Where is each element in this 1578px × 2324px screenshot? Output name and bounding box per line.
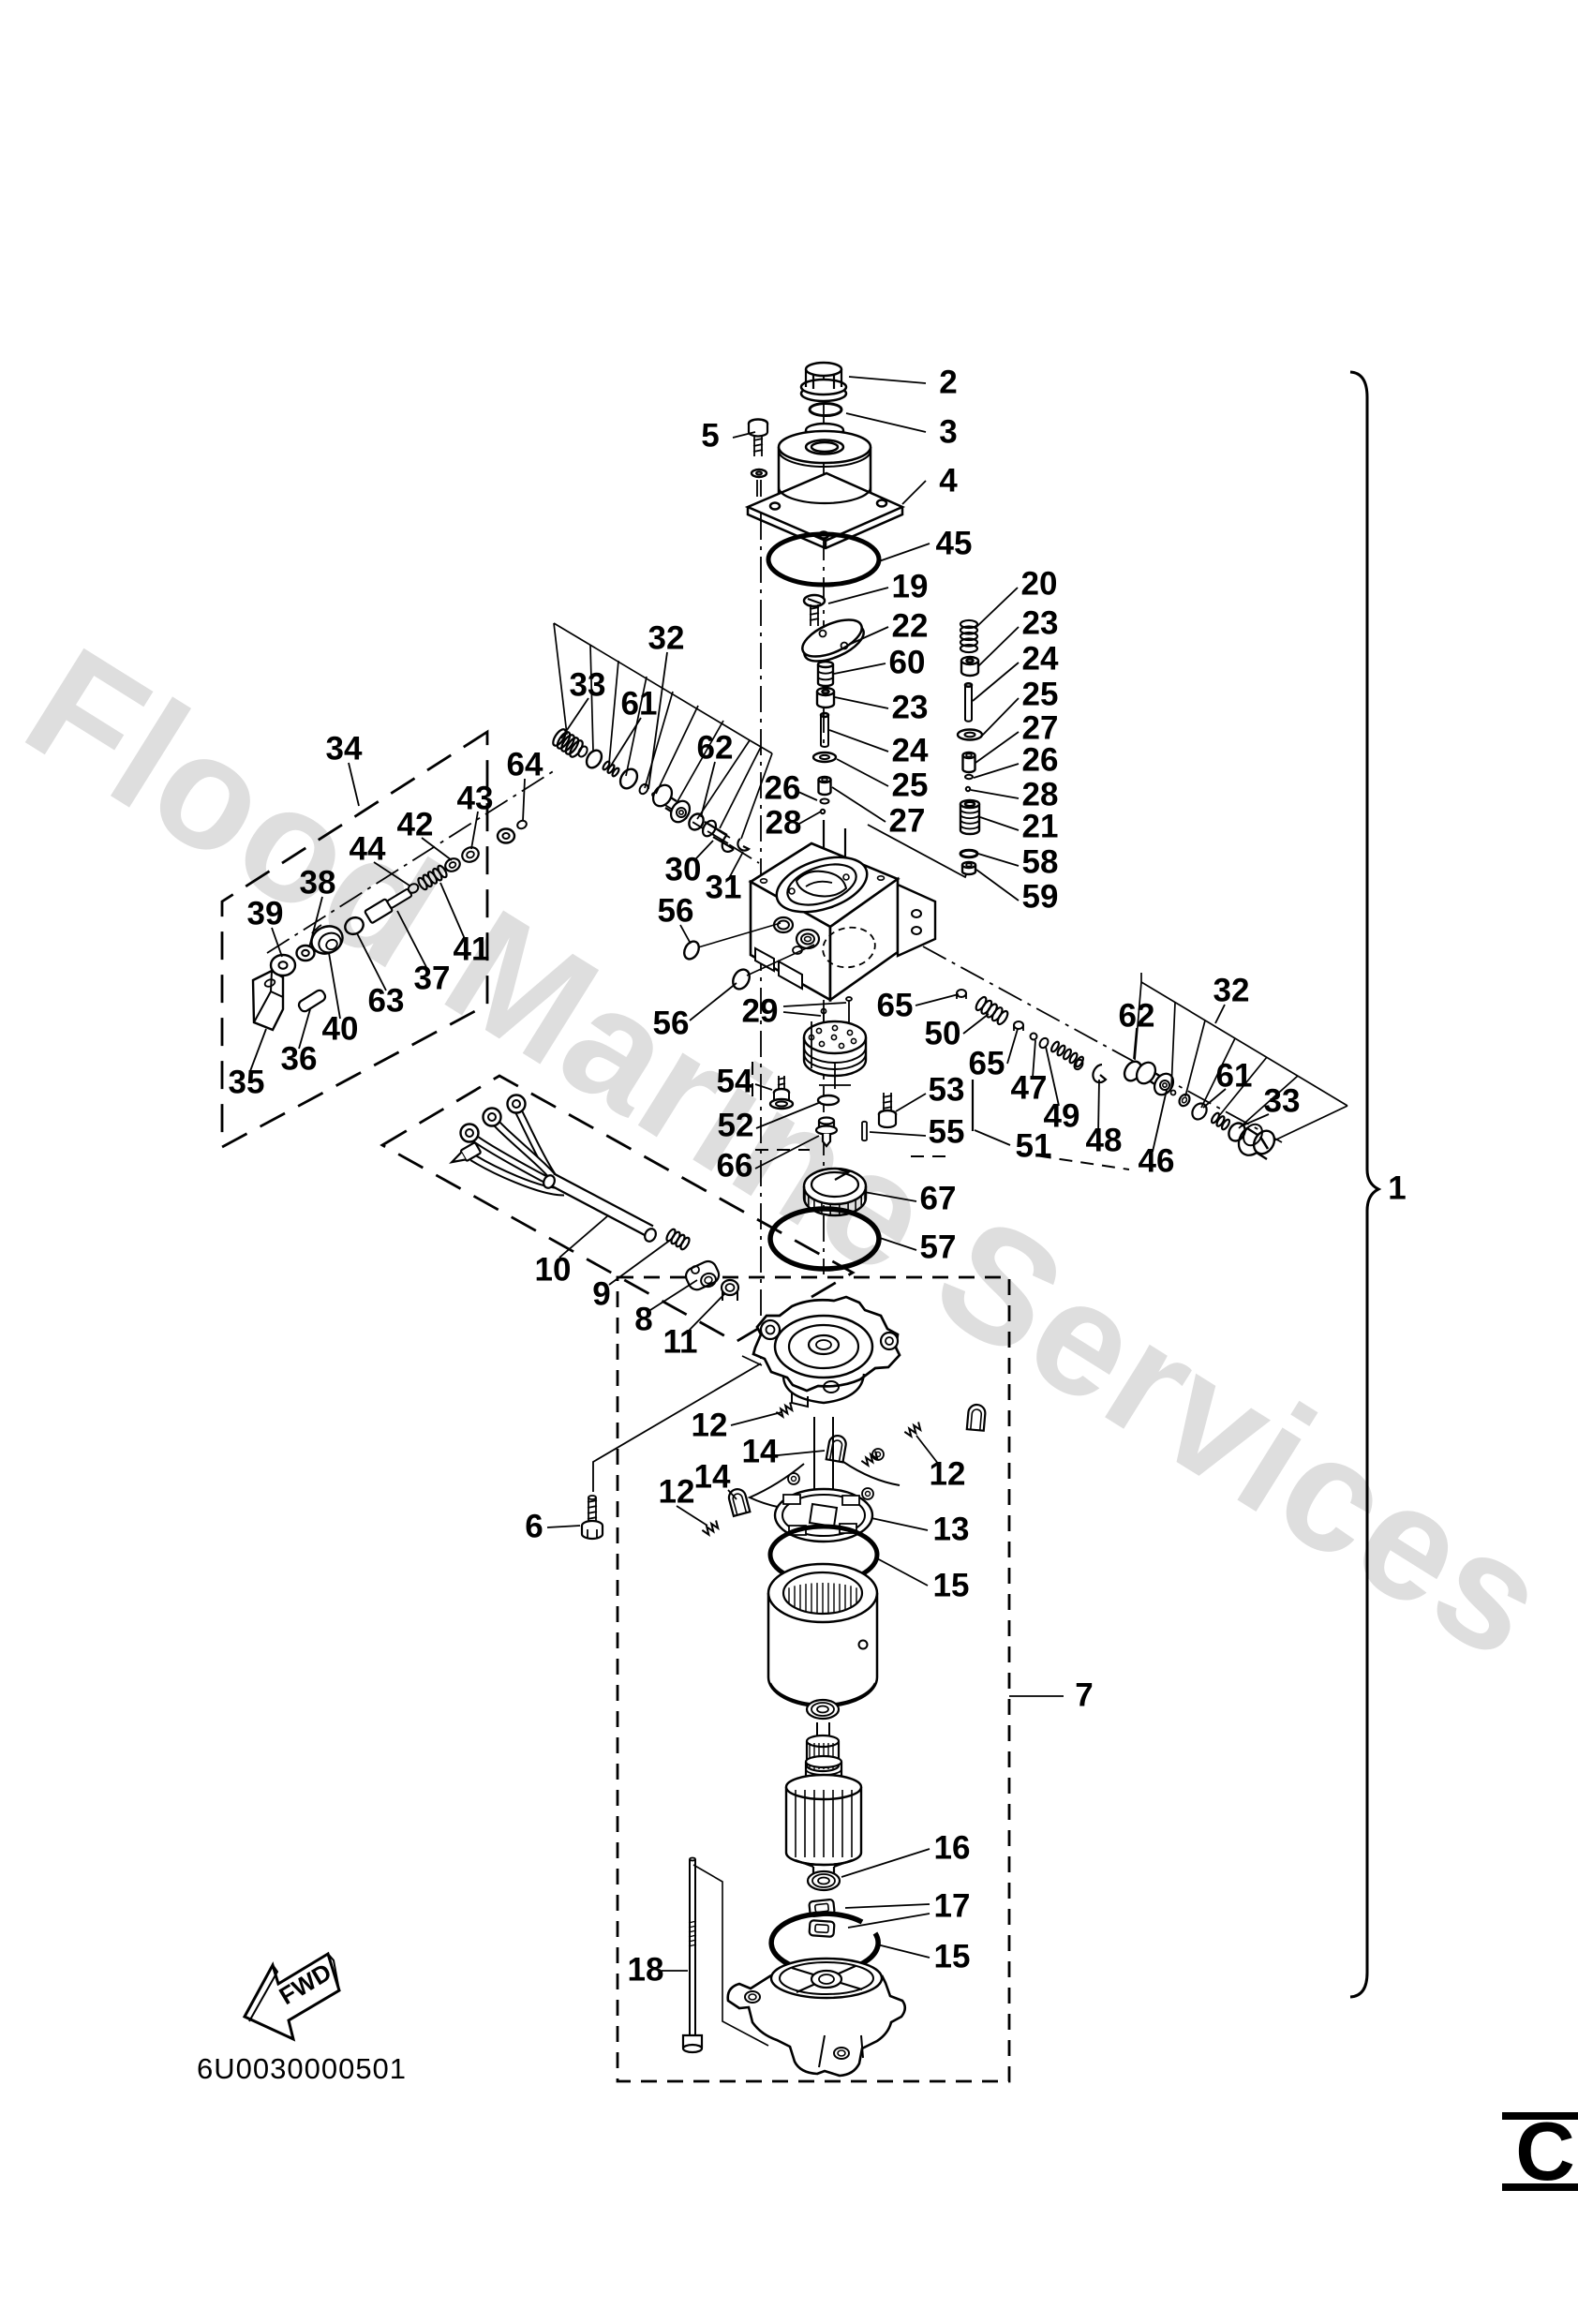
svg-text:43: 43 <box>457 780 494 816</box>
svg-text:64: 64 <box>507 746 543 782</box>
svg-text:28: 28 <box>1022 776 1059 812</box>
svg-text:1: 1 <box>1388 1169 1406 1206</box>
svg-text:9: 9 <box>592 1275 610 1312</box>
svg-text:39: 39 <box>247 895 284 931</box>
svg-text:16: 16 <box>934 1829 971 1866</box>
svg-text:30: 30 <box>665 851 702 887</box>
svg-text:36: 36 <box>281 1040 318 1077</box>
svg-text:6U0030000501: 6U0030000501 <box>197 2052 407 2085</box>
svg-text:25: 25 <box>892 767 929 803</box>
svg-text:14: 14 <box>694 1458 731 1495</box>
svg-text:44: 44 <box>350 830 386 867</box>
svg-text:33: 33 <box>1264 1082 1301 1119</box>
svg-text:27: 27 <box>1022 709 1059 746</box>
svg-text:57: 57 <box>920 1229 957 1265</box>
svg-text:22: 22 <box>892 607 929 644</box>
svg-text:26: 26 <box>1022 741 1059 778</box>
svg-text:33: 33 <box>570 666 606 703</box>
svg-text:47: 47 <box>1011 1069 1048 1106</box>
svg-text:29: 29 <box>742 992 779 1029</box>
svg-text:14: 14 <box>742 1433 779 1469</box>
svg-text:12: 12 <box>659 1473 695 1510</box>
svg-text:35: 35 <box>229 1064 265 1100</box>
svg-text:C: C <box>1515 2105 1575 2197</box>
svg-text:21: 21 <box>1022 808 1059 844</box>
svg-text:45: 45 <box>936 525 973 561</box>
svg-text:12: 12 <box>930 1455 966 1492</box>
svg-text:20: 20 <box>1021 565 1058 602</box>
svg-text:10: 10 <box>535 1251 572 1288</box>
svg-text:40: 40 <box>322 1010 359 1047</box>
svg-text:4: 4 <box>939 462 958 499</box>
svg-text:2: 2 <box>939 364 957 400</box>
svg-text:18: 18 <box>628 1951 664 1988</box>
svg-text:24: 24 <box>1022 640 1059 677</box>
svg-text:32: 32 <box>648 619 685 656</box>
svg-text:3: 3 <box>939 413 957 450</box>
svg-text:27: 27 <box>889 802 926 839</box>
svg-text:23: 23 <box>1022 604 1059 641</box>
svg-text:63: 63 <box>368 982 405 1019</box>
svg-text:65: 65 <box>969 1045 1005 1081</box>
svg-text:54: 54 <box>717 1063 753 1099</box>
svg-text:34: 34 <box>326 730 363 767</box>
svg-text:62: 62 <box>1119 997 1155 1034</box>
svg-text:66: 66 <box>717 1147 753 1184</box>
svg-text:58: 58 <box>1022 843 1059 880</box>
svg-text:60: 60 <box>889 644 926 680</box>
svg-text:8: 8 <box>634 1301 652 1337</box>
svg-text:46: 46 <box>1139 1142 1175 1179</box>
svg-text:61: 61 <box>1216 1057 1253 1094</box>
svg-text:7: 7 <box>1075 1676 1093 1713</box>
svg-text:31: 31 <box>706 869 742 905</box>
svg-text:32: 32 <box>1213 972 1250 1008</box>
svg-text:13: 13 <box>933 1511 970 1547</box>
svg-text:67: 67 <box>920 1180 957 1216</box>
svg-text:25: 25 <box>1022 676 1059 712</box>
svg-text:42: 42 <box>397 806 434 842</box>
svg-text:49: 49 <box>1044 1097 1080 1134</box>
svg-text:12: 12 <box>692 1407 728 1443</box>
svg-text:41: 41 <box>454 931 490 967</box>
svg-text:51: 51 <box>1016 1127 1052 1164</box>
svg-text:59: 59 <box>1022 878 1059 915</box>
svg-text:11: 11 <box>663 1323 698 1360</box>
svg-text:56: 56 <box>653 1005 690 1041</box>
svg-text:17: 17 <box>934 1887 971 1924</box>
svg-text:48: 48 <box>1086 1122 1123 1158</box>
svg-text:38: 38 <box>300 864 336 901</box>
svg-text:15: 15 <box>933 1567 970 1603</box>
svg-text:55: 55 <box>929 1113 965 1150</box>
svg-text:26: 26 <box>765 769 801 806</box>
svg-text:65: 65 <box>877 987 914 1023</box>
svg-text:6: 6 <box>525 1508 543 1544</box>
svg-text:53: 53 <box>929 1071 965 1108</box>
svg-text:61: 61 <box>621 685 658 722</box>
svg-text:50: 50 <box>925 1015 961 1051</box>
svg-text:62: 62 <box>697 729 734 766</box>
svg-text:5: 5 <box>701 417 719 454</box>
svg-text:24: 24 <box>892 732 929 768</box>
svg-text:19: 19 <box>892 568 929 604</box>
svg-text:37: 37 <box>414 960 451 996</box>
svg-text:52: 52 <box>718 1107 754 1143</box>
svg-text:23: 23 <box>892 689 929 725</box>
svg-text:15: 15 <box>934 1938 971 1974</box>
svg-text:56: 56 <box>658 892 694 929</box>
svg-text:28: 28 <box>766 804 802 841</box>
